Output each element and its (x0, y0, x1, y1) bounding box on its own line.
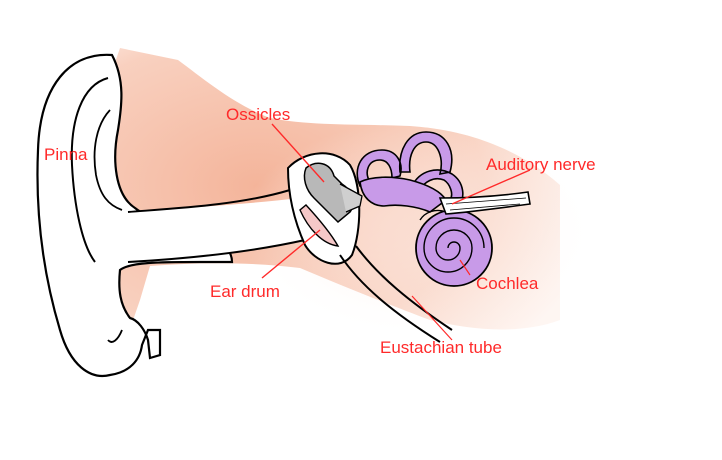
leader-ossicles (271, 123, 325, 183)
label-ear-drum: Ear drum (210, 282, 280, 301)
ossicle-stapes (339, 183, 363, 213)
ear-drum (299, 204, 340, 247)
ear-canal-top-wall (127, 189, 291, 213)
pinna-helix-fold (93, 109, 123, 211)
eustachian-tube (339, 245, 453, 343)
ear-canal-bottom-wall (127, 239, 306, 263)
pinna-inner-fold (70, 77, 109, 263)
inner-ear (356, 131, 493, 287)
label-pinna: Pinna (44, 145, 88, 164)
cochlea-spiral-lines (423, 217, 485, 273)
auditory-nerve (438, 191, 531, 215)
cochlea-connector (419, 209, 447, 221)
ossicles-bones (303, 162, 354, 224)
ear-canal (128, 198, 310, 262)
auditory-nerve-fibers (445, 197, 527, 211)
label-eustachian-tube: Eustachian tube (380, 338, 502, 357)
earlobe-notch (107, 329, 123, 343)
label-cochlea: Cochlea (476, 274, 539, 293)
leader-auditory-nerve (451, 169, 531, 205)
leader-ear-drum (261, 229, 321, 279)
label-ossicles: Ossicles (226, 105, 290, 124)
leader-eustachian (411, 295, 453, 341)
leader-cochlea (459, 259, 471, 276)
label-auditory-nerve: Auditory nerve (486, 155, 596, 174)
vestibule (359, 176, 448, 213)
